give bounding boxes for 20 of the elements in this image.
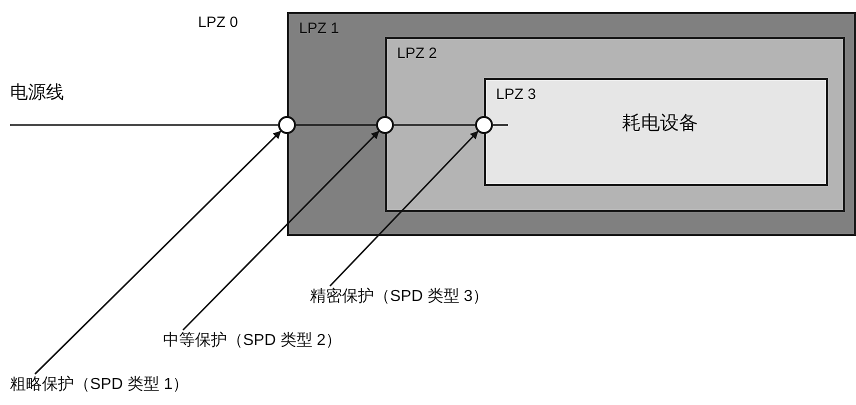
zone-label: LPZ 0 [198,14,238,31]
device-label: 耗电设备 [622,112,698,136]
protection-zone [484,78,828,186]
arrow [182,130,380,331]
arrow [329,130,478,287]
protection-zone [385,37,845,212]
protection-zone [287,12,856,236]
protection-label: 中等保护（SPD 类型 2） [163,330,342,351]
protection-label: 粗略保护（SPD 类型 1） [10,374,189,395]
line-label: 电源线 [10,81,64,104]
zone-label: LPZ 3 [496,86,536,103]
surge-protector-circle [278,116,296,134]
power-line [296,124,376,126]
protection-label: 精密保护（SPD 类型 3） [310,286,489,307]
power-line [10,124,278,126]
zone-label: LPZ 2 [397,45,438,62]
power-line [394,124,475,126]
zone-label: LPZ 1 [299,20,340,37]
arrow [34,130,282,375]
power-line [493,124,508,126]
